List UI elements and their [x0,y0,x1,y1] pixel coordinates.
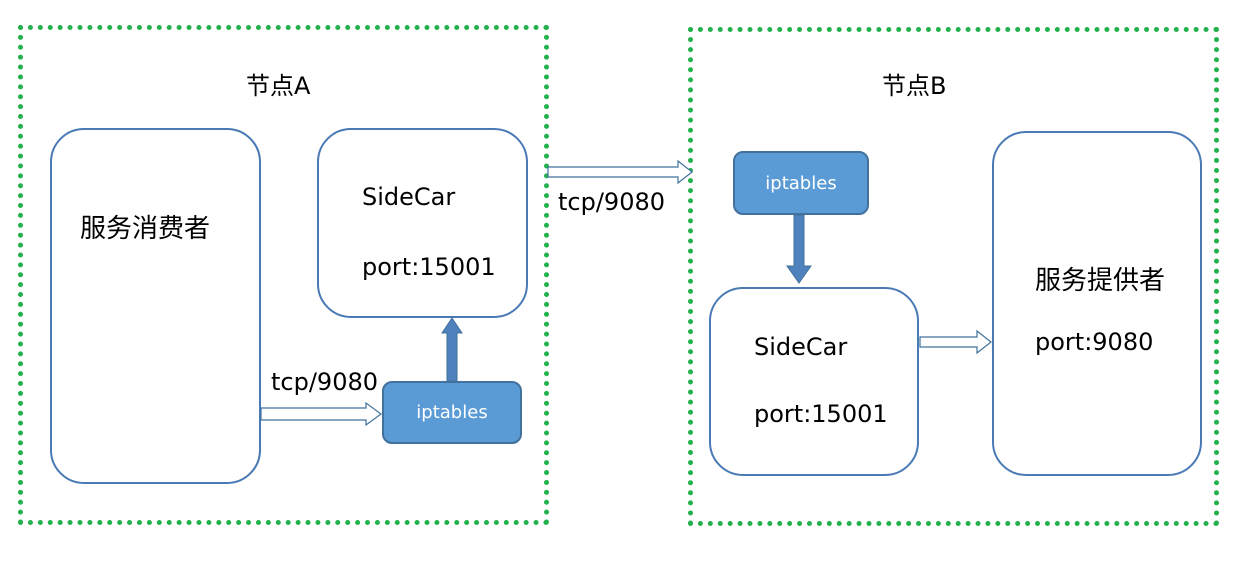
sidecar-a-port: port:15001 [362,253,496,281]
iptables-a: iptables [382,381,522,444]
arrow-consumer-to-iptables-a [260,401,383,427]
service-consumer-box [50,128,261,484]
service-provider-label: 服务提供者 [1035,266,1166,296]
tcp-inbound-label-a: tcp/9080 [271,368,379,396]
iptables-b: iptables [733,151,869,215]
service-consumer-label: 服务消费者 [80,214,211,244]
node-a-title: 节点A [246,72,311,100]
sidecar-a-name: SideCar [362,183,456,211]
node-b-title: 节点B [882,72,947,100]
node-b-container [688,27,1219,526]
service-provider-port: port:9080 [1035,328,1154,356]
sidecar-a-box [317,128,528,318]
sidecar-b-name: SideCar [754,333,848,361]
tcp-cross-node-label: tcp/9080 [558,188,666,216]
sidecar-b-port: port:15001 [754,400,888,428]
arrow-iptables-b-to-sidecar-b [786,214,812,284]
arrow-node-a-to-node-b [547,159,693,185]
node-a-container [18,25,549,525]
service-provider-box [992,131,1202,476]
sidecar-b-box [709,287,919,476]
arrow-sidecar-b-to-provider [919,329,992,355]
arrow-iptables-a-to-sidecar-a [441,317,463,382]
